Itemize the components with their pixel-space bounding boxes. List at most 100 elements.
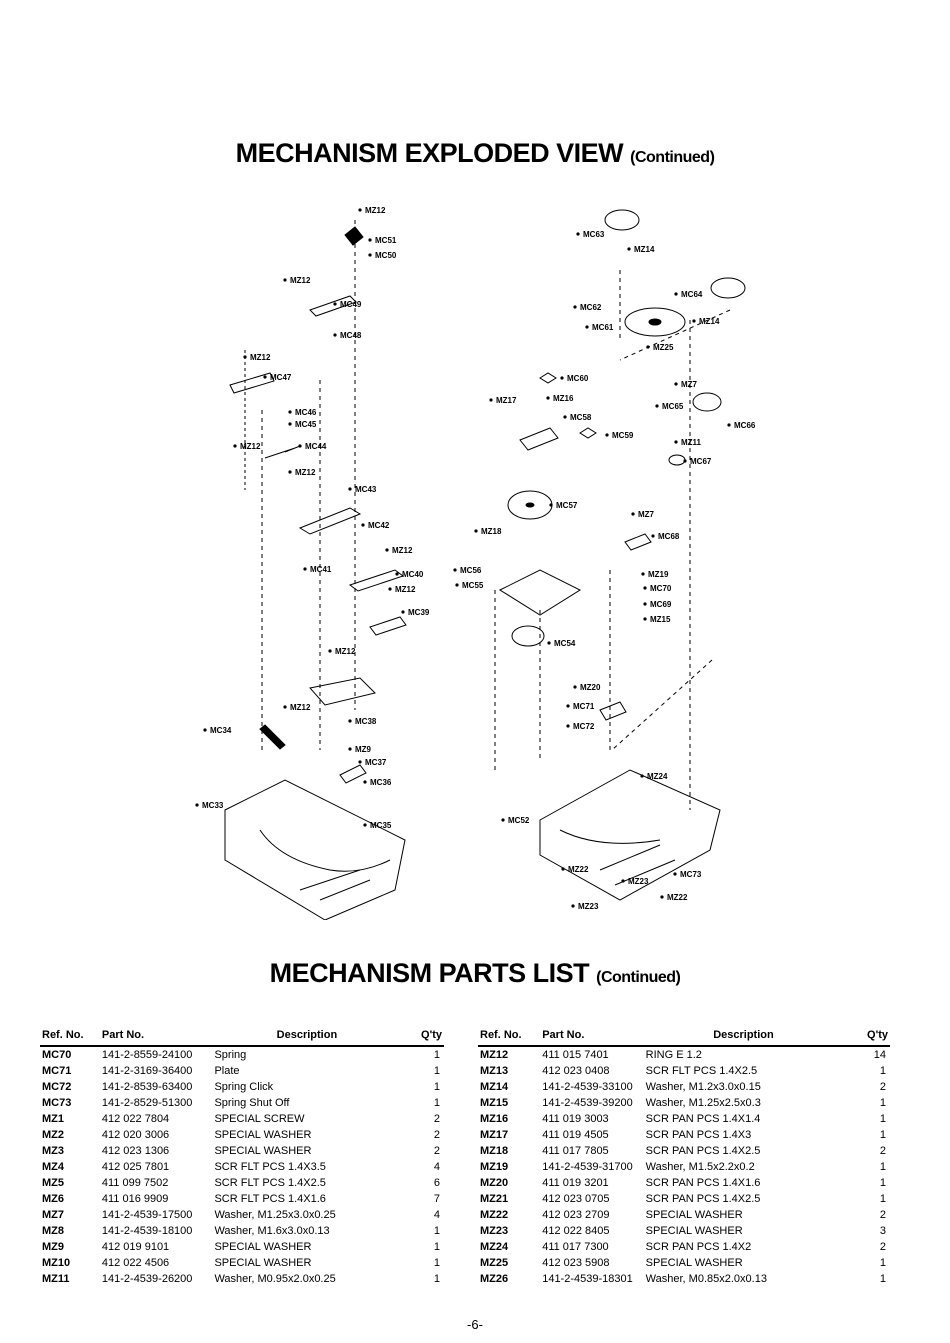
qty-cell: 1	[433, 1097, 440, 1109]
part-callout-label: MZ15	[650, 615, 671, 624]
callout-leader-dot	[643, 586, 647, 590]
callout-leader-dot	[233, 444, 237, 448]
part-callout-label: MC47	[270, 373, 292, 382]
part-callout-label: MC35	[370, 821, 392, 830]
part-callout-label: MC42	[368, 521, 390, 530]
qty-cell: 1	[433, 1241, 440, 1253]
description-cell: Spring Click	[214, 1081, 274, 1093]
part-callout-label: MZ18	[481, 527, 502, 536]
callout-leader-dot	[368, 253, 372, 257]
ref-cell: MZ26	[480, 1273, 509, 1285]
part-callout-label: MC70	[650, 584, 672, 593]
callout-leader-dot	[195, 803, 199, 807]
part-callout-label: MZ12	[250, 353, 271, 362]
part-callout-label: MZ23	[578, 902, 599, 911]
ref-cell: MZ21	[480, 1193, 509, 1205]
callout-leader-dot	[333, 302, 337, 306]
description-cell: SPECIAL WASHER	[645, 1209, 743, 1221]
callout-leader-dot	[674, 440, 678, 444]
qty-cell: 6	[433, 1177, 440, 1189]
part-callout-label: MZ12	[395, 585, 416, 594]
qty-cell: 1	[879, 1113, 886, 1125]
part-callout-label: MZ11	[681, 438, 702, 447]
callout-leader-dot	[368, 238, 372, 242]
callout-leader-dot	[660, 895, 664, 899]
callout-leader-dot	[627, 247, 631, 251]
callout-leader-dot	[358, 208, 362, 212]
ref-cell: MZ24	[480, 1241, 509, 1253]
ref-header: Ref. No.	[40, 1015, 100, 1047]
callout-leader-dot	[489, 398, 493, 402]
ref-cell: MZ14	[480, 1081, 509, 1093]
ref-cell: MZ13	[480, 1065, 509, 1077]
callout-leader-dot	[631, 512, 635, 516]
callout-leader-dot	[547, 641, 551, 645]
part-no-cell: 412 019 9101	[101, 1241, 170, 1253]
ref-cell: MZ6	[42, 1193, 64, 1205]
ref-cell: MZ5	[42, 1177, 64, 1189]
qty-cell: 2	[433, 1113, 440, 1125]
part-callout-label: MC60	[567, 374, 589, 383]
part-callout-label: MZ12	[290, 703, 311, 712]
table-header-row: Ref. No. Part No. Description Q'ty	[478, 1015, 890, 1047]
description-cell: SCR FLT PCS 1.4X3.5	[214, 1161, 326, 1173]
desc-header: Description	[643, 1015, 844, 1047]
callout-leader-dot	[673, 872, 677, 876]
callout-leader-dot	[501, 818, 505, 822]
ref-cell: MZ19	[480, 1161, 509, 1173]
part-no-cell: 141-2-4539-39200	[542, 1097, 633, 1109]
description-cell: Plate	[214, 1065, 240, 1077]
parts-title-sub: (Continued)	[596, 969, 681, 986]
callout-leader-dot	[560, 376, 564, 380]
part-no-cell: 141-2-3169-36400	[101, 1065, 193, 1077]
ref-cell: MZ12	[480, 1049, 509, 1061]
qty-cell: 4	[433, 1209, 440, 1221]
part-callout-label: MZ12	[295, 468, 316, 477]
part-no-cell: 411 016 9909	[101, 1193, 169, 1205]
qty-cell: 1	[879, 1257, 886, 1269]
callout-leader-dot	[655, 404, 659, 408]
part-no-cell: 412 023 0705	[542, 1193, 610, 1205]
callout-leader-dot	[363, 823, 367, 827]
part-no-cell: 412 023 2709	[542, 1209, 610, 1221]
callout-leader-dot	[576, 232, 580, 236]
part-callout-label: MC34	[210, 726, 232, 735]
callout-leader-dot	[563, 415, 567, 419]
qty-cell: 14	[873, 1049, 886, 1061]
part-no-cell: 412 025 7801	[101, 1161, 170, 1173]
part-callout-label: MC39	[408, 608, 430, 617]
desc-header: Description	[212, 1015, 402, 1047]
qty-cell: 1	[879, 1065, 886, 1077]
description-cell: Washer, M1.2x3.0x0.15	[645, 1081, 761, 1093]
qty-cell: 7	[433, 1193, 440, 1205]
part-callout-label: MZ12	[335, 647, 356, 656]
part-callout-label: MZ9	[355, 745, 372, 754]
part-callout-label: MZ12	[240, 442, 261, 451]
page-title: MECHANISM EXPLODED VIEW (Continued)	[0, 138, 950, 169]
part-callout-label: MC50	[375, 251, 397, 260]
callout-leader-dot	[573, 305, 577, 309]
callout-leader-dot	[328, 649, 332, 653]
ref-cell: MC71	[42, 1065, 72, 1077]
part-callout-label: MC62	[580, 303, 602, 312]
part-no-cell: 141-2-4539-17500	[101, 1209, 193, 1221]
part-no-cell: 412 022 8405	[542, 1225, 610, 1237]
part-callout-label: MC49	[340, 300, 362, 309]
part-no-cell: 141-2-4539-26200	[101, 1273, 193, 1285]
callout-leader-dot	[566, 704, 570, 708]
callout-leader-dot	[401, 610, 405, 614]
qty-header: Q'ty	[843, 1015, 890, 1047]
part-no-cell: 141-2-4539-18301	[542, 1273, 633, 1285]
callout-leader-dot	[361, 523, 365, 527]
description-cell: SCR PAN PCS 1.4X1.4	[645, 1113, 761, 1125]
qty-cell: 2	[433, 1145, 440, 1157]
part-no-cell: 141-2-8529-51300	[101, 1097, 193, 1109]
ref-cell: MZ7	[42, 1209, 64, 1221]
